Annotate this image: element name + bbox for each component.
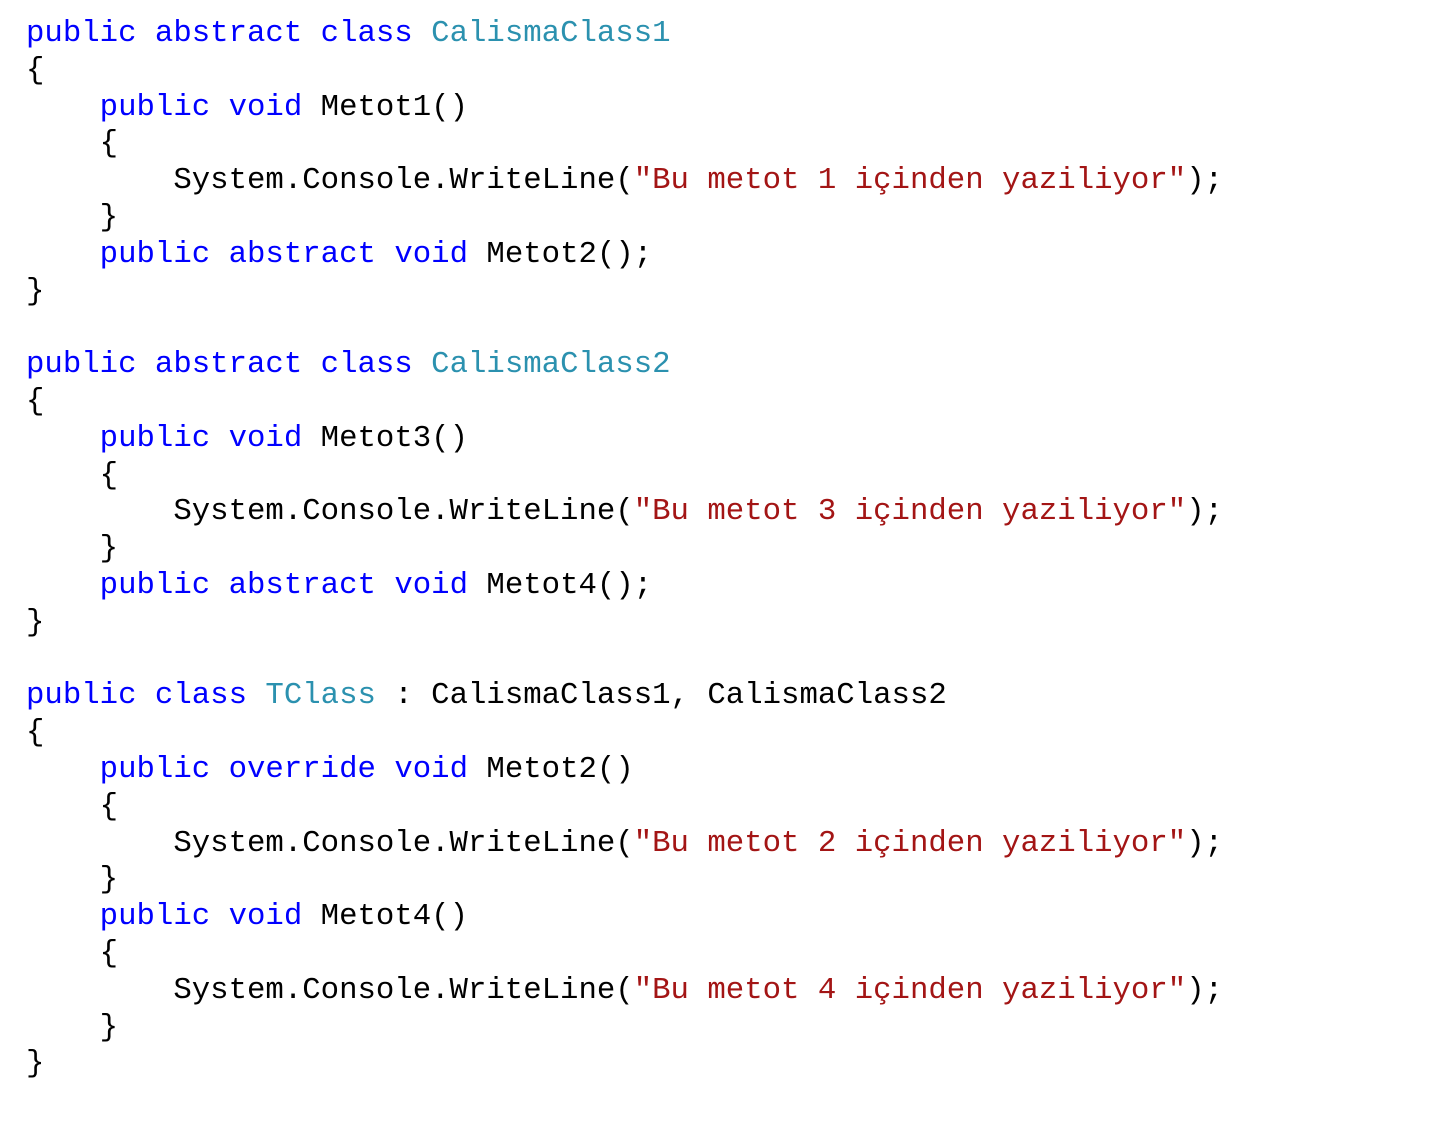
code-line: }	[26, 274, 1223, 311]
code-line: public override void Metot2()	[26, 752, 1223, 789]
code-text: );	[1186, 494, 1224, 530]
code-text: Metot1()	[320, 89, 468, 125]
code-string-literal: "Bu metot 1 içinden yaziliyor"	[633, 163, 1187, 199]
code-text	[26, 899, 100, 934]
code-line: {	[26, 789, 1223, 826]
code-string-literal: "Bu metot 3 içinden yaziliyor"	[633, 494, 1187, 530]
code-text	[26, 421, 100, 456]
code-text: Metot3()	[320, 420, 468, 456]
code-text: Metot2()	[486, 751, 634, 787]
code-line: }	[26, 862, 1223, 899]
code-line: public void Metot1()	[26, 90, 1223, 127]
code-line: public void Metot4()	[26, 899, 1223, 936]
code-line: System.Console.WriteLine("Bu metot 3 içi…	[26, 494, 1223, 531]
code-keyword: public override void	[99, 751, 487, 787]
code-text: System.Console.WriteLine(	[26, 972, 634, 1008]
code-line: public abstract class CalismaClass2	[26, 347, 1223, 384]
code-text: }	[26, 199, 119, 235]
code-line: public abstract class CalismaClass1	[26, 16, 1223, 53]
code-line: }	[26, 200, 1223, 237]
code-line: {	[26, 53, 1223, 90]
code-line: {	[26, 126, 1223, 163]
code-line: public abstract void Metot2();	[26, 237, 1223, 274]
code-text: {	[26, 126, 119, 162]
code-line: System.Console.WriteLine("Bu metot 4 içi…	[26, 973, 1223, 1010]
code-line: }	[26, 605, 1223, 642]
code-text: {	[26, 383, 45, 419]
code-type-name: CalismaClass2	[431, 347, 671, 383]
code-line: {	[26, 936, 1223, 973]
code-keyword: public void	[99, 89, 321, 125]
code-line: System.Console.WriteLine("Bu metot 2 içi…	[26, 826, 1223, 863]
code-text: {	[26, 457, 119, 493]
code-type-name: CalismaClass1	[431, 16, 671, 51]
code-text: }	[26, 1046, 45, 1082]
code-text: }	[26, 1009, 119, 1045]
code-keyword: public abstract void	[99, 567, 487, 603]
code-text: Metot4();	[486, 567, 653, 603]
code-text: {	[26, 52, 45, 88]
code-keyword: public void	[99, 899, 321, 935]
code-text: }	[26, 862, 119, 898]
code-text: System.Console.WriteLine(	[26, 825, 634, 861]
code-text: System.Console.WriteLine(	[26, 163, 634, 199]
code-line: public class TClass : CalismaClass1, Cal…	[26, 678, 1223, 715]
code-line: {	[26, 715, 1223, 752]
code-line	[26, 310, 1223, 347]
code-line: }	[26, 1010, 1223, 1047]
code-text: System.Console.WriteLine(	[26, 494, 634, 530]
code-keyword: public void	[99, 420, 321, 456]
code-text: {	[26, 788, 119, 824]
code-text: {	[26, 715, 45, 751]
code-text: );	[1186, 163, 1224, 199]
code-text: );	[1186, 825, 1224, 861]
code-string-literal: "Bu metot 4 içinden yaziliyor"	[633, 972, 1187, 1008]
code-text	[26, 752, 100, 787]
code-text: {	[26, 935, 119, 971]
code-string-literal: "Bu metot 2 içinden yaziliyor"	[633, 825, 1187, 861]
code-type-name: TClass	[265, 678, 376, 714]
code-text: );	[1186, 972, 1224, 1008]
code-text: Metot2();	[486, 236, 653, 272]
code-text	[26, 568, 100, 603]
code-text: }	[26, 531, 119, 567]
code-line: {	[26, 384, 1223, 421]
code-block: public abstract class CalismaClass1{ pub…	[26, 16, 1223, 1083]
code-text: : CalismaClass1, CalismaClass2	[375, 678, 947, 714]
code-text: Metot4()	[320, 899, 468, 935]
code-line: public void Metot3()	[26, 421, 1223, 458]
code-text: }	[26, 604, 45, 640]
code-keyword: public abstract class	[26, 347, 432, 383]
code-keyword: public class	[26, 678, 266, 714]
code-line: }	[26, 1046, 1223, 1083]
code-text: }	[26, 273, 45, 309]
code-line	[26, 642, 1223, 679]
code-text	[26, 90, 100, 125]
code-text	[26, 237, 100, 272]
code-line: public abstract void Metot4();	[26, 568, 1223, 605]
code-keyword: public abstract class	[26, 16, 432, 51]
code-line: }	[26, 531, 1223, 568]
code-line: {	[26, 458, 1223, 495]
code-keyword: public abstract void	[99, 236, 487, 272]
code-line: System.Console.WriteLine("Bu metot 1 içi…	[26, 163, 1223, 200]
